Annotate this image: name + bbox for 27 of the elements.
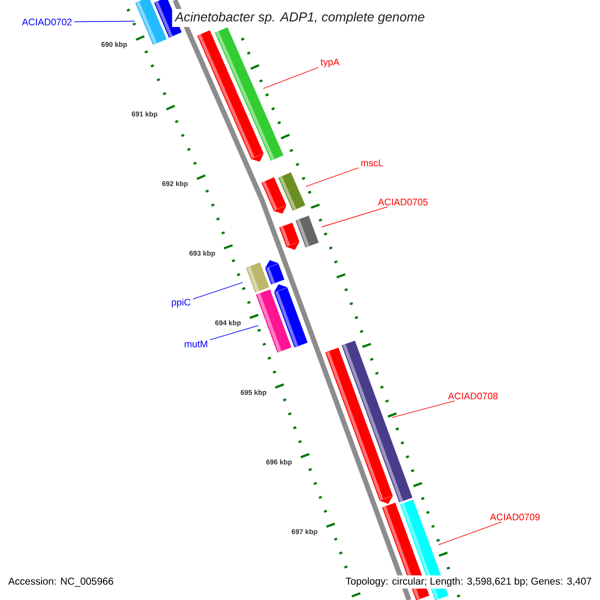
leader-line (306, 167, 359, 187)
gene-label: typA (320, 58, 340, 68)
gene-label: ACIAD0705 (378, 198, 428, 206)
gene-block (278, 172, 306, 211)
leader-line (438, 522, 502, 546)
gene-label: mutM (184, 340, 208, 348)
gene-label: ACIAD0702 (22, 18, 72, 26)
leader-line (262, 67, 319, 89)
leader-line (321, 206, 388, 228)
gene-block (214, 27, 284, 161)
gene-block (274, 284, 308, 348)
title: Acinetobacter sp. ADP1, complete genome (172, 8, 428, 28)
gene-block (246, 262, 270, 293)
leader-line (192, 282, 244, 300)
topology-text: Topology: circular; Length: 3,598,621 bp; Genes: 3,407 (344, 575, 594, 589)
gene-label: ppiC (172, 298, 190, 308)
leader-line (74, 20, 136, 22)
gene-block (265, 260, 284, 284)
leader-line (391, 400, 456, 418)
gene-block (296, 216, 319, 248)
accession-text: Accession: NC_005966 (6, 575, 116, 589)
gene-label: mscL (361, 160, 384, 166)
gene-label: ACIAD0709 (490, 514, 540, 520)
gene-block (279, 222, 300, 250)
gene-block (342, 340, 412, 502)
gene-label: ACIAD0708 (448, 392, 498, 400)
leader-line (210, 325, 259, 340)
